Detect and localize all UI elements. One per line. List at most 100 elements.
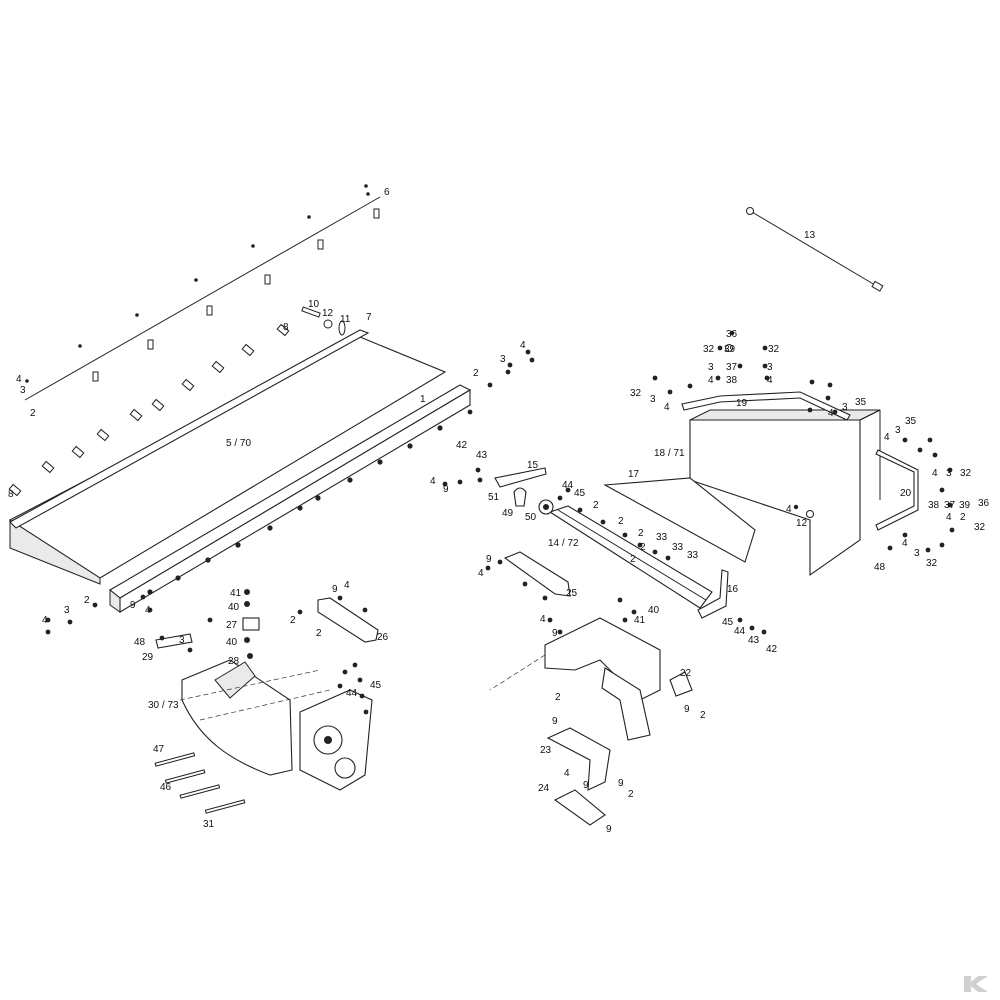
callout-4-mid: 4 — [430, 476, 436, 487]
block-part-27 — [242, 617, 260, 631]
callout-4-r4: 4 — [932, 468, 938, 479]
callout-9-c10: 9 — [606, 824, 612, 835]
callout-9-c8: 9 — [618, 778, 624, 789]
rope-cable-part-6 — [24, 184, 381, 401]
callout-36-top: 36 — [726, 329, 738, 340]
callout-4-top-b: 4 — [767, 375, 773, 386]
callout-28: 28 — [228, 656, 240, 667]
callout-35-b: 35 — [905, 416, 917, 427]
callout-3-r2: 3 — [842, 402, 848, 413]
callout-3-top-a: 3 — [708, 362, 714, 373]
strip-part-29 — [155, 633, 193, 649]
callout-32-r8: 32 — [926, 558, 938, 569]
gearbox-cover-part-30-73 — [179, 659, 331, 776]
callout-46: 46 — [160, 782, 172, 793]
callout-4-c8: 4 — [564, 768, 570, 779]
callout-2-c3: 2 — [638, 528, 644, 539]
callout-43: 43 — [476, 450, 488, 461]
clamp-part-49 — [513, 487, 527, 507]
callout-8b: 8 — [8, 489, 14, 500]
callout-38-top: 38 — [726, 375, 738, 386]
callout-15: 15 — [527, 460, 539, 471]
callout-17: 17 — [628, 469, 640, 480]
callout-9-c9: 9 — [583, 780, 589, 791]
plate-part-20 — [875, 449, 919, 531]
brand-logo — [964, 976, 988, 992]
right-fasteners — [652, 330, 955, 553]
callout-36-r: 36 — [978, 498, 990, 509]
callout-41-c: 41 — [634, 615, 646, 626]
callout-26: 26 — [377, 632, 389, 643]
callout-3-r7: 3 — [914, 548, 920, 559]
callout-12: 12 — [322, 308, 334, 319]
callout-45-a: 45 — [574, 488, 586, 499]
callout-27: 27 — [226, 620, 238, 631]
callout-50: 50 — [525, 512, 537, 523]
callout-13: 13 — [804, 230, 816, 241]
callout-47: 47 — [153, 744, 165, 755]
callout-48-l: 48 — [134, 637, 146, 648]
disc-part-50 — [538, 499, 554, 515]
plate-part-19 — [681, 391, 851, 421]
callout-24: 24 — [538, 783, 550, 794]
callout-33-b: 33 — [672, 542, 684, 553]
callout-9-c6: 9 — [684, 704, 690, 715]
callout-2-lb3: 2 — [316, 628, 322, 639]
callout-3-left-top: 3 — [20, 385, 26, 396]
callout-2-r6: 2 — [960, 512, 966, 523]
hardware-parts-10-11-12 — [301, 306, 346, 336]
callout-44-lb: 44 — [346, 688, 358, 699]
callout-33-c: 33 — [687, 550, 699, 561]
callout-4-c: 4 — [478, 568, 484, 579]
bracket-part-25 — [503, 551, 571, 597]
callout-43-c: 43 — [748, 635, 760, 646]
callout-14-72: 14 / 72 — [548, 538, 579, 549]
callout-11: 11 — [340, 314, 351, 325]
callout-45-lb: 45 — [370, 680, 382, 691]
callout-25: 25 — [566, 588, 578, 599]
bracket-part-15 — [494, 467, 547, 488]
callout-40-b: 40 — [226, 637, 238, 648]
callout-10: 10 — [308, 299, 320, 310]
callout-9-mid: 9 — [443, 484, 449, 495]
callout-42-a: 42 — [456, 440, 468, 451]
callout-2-c2: 2 — [618, 516, 624, 527]
callout-9-lb: 9 — [332, 584, 338, 595]
callout-29: 29 — [142, 652, 154, 663]
beam-profile-part-1 — [109, 384, 472, 613]
callout-35-a: 35 — [855, 397, 867, 408]
callout-38-r: 38 — [928, 500, 940, 511]
gearbox-housing — [299, 689, 373, 791]
callout-2-rt-a: 2 — [473, 368, 479, 379]
callout-40-a: 40 — [228, 602, 240, 613]
callout-2-c: 2 — [593, 500, 599, 511]
callout-42-c: 42 — [766, 644, 778, 655]
callout-4-r2: 4 — [828, 408, 834, 419]
bracket-part-26 — [317, 597, 379, 643]
callout-2-c7: 2 — [700, 710, 706, 721]
callout-39-r: 39 — [959, 500, 971, 511]
callout-1: 1 — [420, 394, 426, 405]
callout-4-l: 4 — [145, 605, 151, 616]
callout-9-c: 9 — [486, 554, 492, 565]
callout-12-r: 12 — [796, 518, 808, 529]
callout-3-l: 3 — [64, 605, 70, 616]
callout-18-71: 18 / 71 — [654, 448, 685, 459]
callout-32-r6: 32 — [974, 522, 986, 533]
plate-part-24 — [553, 789, 606, 826]
callout-40-c: 40 — [648, 605, 660, 616]
callout-31: 31 — [203, 819, 215, 830]
callout-16: 16 — [727, 584, 739, 595]
callout-32-r: 32 — [630, 388, 642, 399]
callout-4-r5: 4 — [786, 504, 792, 515]
rail-strip-part-7 — [9, 329, 370, 529]
callout-7: 7 — [366, 312, 372, 323]
left-bottom-fasteners — [159, 589, 369, 715]
callout-33-a: 33 — [656, 532, 668, 543]
callout-44-a: 44 — [562, 480, 574, 491]
callout-37-top: 37 — [726, 362, 738, 373]
callout-4-r: 4 — [664, 402, 670, 413]
callout-9-l: 9 — [130, 600, 136, 611]
callout-4-r6: 4 — [946, 512, 952, 523]
callout-2-c4: 2 — [640, 542, 646, 553]
